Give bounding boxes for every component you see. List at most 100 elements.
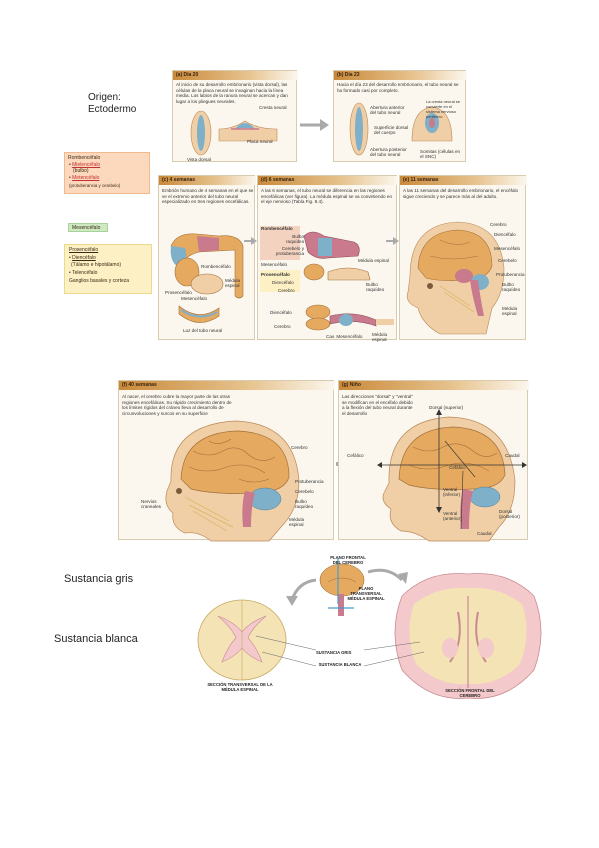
panel-g-title: (g) Niño [339, 381, 529, 390]
sticker-rombencefalo-item1-sub: (bulbo) [73, 168, 89, 174]
panel-d-title: (d) 6 semanas [258, 176, 398, 185]
panel-g-label-caudal: Caudal [505, 453, 520, 458]
origin-note: Origen: Ectodermo [88, 92, 136, 116]
panel-c-text: Embrión humano de 4 semanas en el que se… [162, 188, 254, 205]
label-plano-transversal: PLANO TRANSVERSAL MÉDULA ESPINAL [346, 586, 386, 601]
panel-d-label-medula: Médula espinal [358, 258, 389, 263]
ectoderm-label: Ectodermo [88, 104, 137, 115]
panel-g-label-ventral-ant: Ventral (anterior) [443, 511, 462, 521]
panel-d-label-mes: Mesencéfalo [261, 262, 288, 267]
note-sustancia-blanca: Sustancia blanca [54, 633, 138, 645]
embryo-4-weeks-illustration [170, 233, 244, 323]
label-sustancia-gris: SUSTANCIA GRIS [316, 650, 352, 655]
child-head-illustration [377, 409, 527, 542]
panel-f-label-nervios: Nervios craneales [141, 499, 161, 509]
sticker-rombencefalo: Rombencéfalo • Mielencéfalo (bulbo) • Me… [64, 152, 150, 194]
panel-c-title: (c) 4 semanas [159, 176, 256, 185]
panel-e-label-cerebro: Cerebro [490, 222, 507, 227]
sticker-prosencefalo-item2-sub: Ganglios basales y corteza [69, 278, 130, 284]
panel-b-label-superficie: Superficie dorsal del cuerpo [374, 125, 409, 135]
note-sustancia-gris: Sustancia gris [64, 573, 134, 585]
sticker-rombencefalo-item1: Mielencéfalo [72, 162, 101, 168]
panel-d-label-dien: Diencéfalo [272, 280, 294, 285]
panel-b-text: Hacia el día 23 del desarrollo embrionar… [337, 82, 459, 93]
sticker-rombencefalo-title: Rombencéfalo [68, 155, 101, 161]
panel-d-label-bulbo: Bulbo raquídeo [286, 234, 305, 244]
arrow-right-icon [300, 119, 329, 131]
origin-label: Origen: [88, 92, 121, 103]
panel-d-label-medula2: Médula espinal [372, 332, 388, 342]
panel-f-label-cerebelo: Cerebelo [295, 489, 314, 494]
panel-g-label-cefalico: Cefálico [347, 453, 364, 458]
arrow-right-icon [244, 237, 257, 245]
panel-4-weeks: (c) 4 semanas Embrión humano de 4 semana… [158, 175, 256, 340]
panel-b-label-somitas: Somitas (células en el SNC) [420, 149, 461, 159]
panel-d-label-dien2: Diencéfalo [270, 310, 292, 315]
panel-6-weeks: (d) 6 semanas A las 6 semanas, el tubo n… [257, 175, 398, 342]
panel-f-label-cerebro: Cerebro [291, 445, 308, 450]
panel-d-label-cerebelo: Cerebelo y protuberancia [275, 246, 304, 256]
panel-11-weeks: (e) 11 semanas A las 11 semanas del desa… [399, 175, 527, 340]
panel-c-label-tubo: Luz del tubo neural [183, 328, 223, 333]
panel-e-label-bulbo: Bulbo raquídeo [502, 282, 521, 292]
panel-d-label-pros: Prosencéfalo [261, 272, 290, 277]
panel-e-label-mes: Mesencéfalo [494, 246, 521, 251]
panel-b-label-abertura-anterior: Abertura anterior del tubo neural [370, 105, 405, 115]
label-plano-transversal-text: PLANO TRANSVERSAL MÉDULA ESPINAL [347, 586, 385, 601]
panel-f-text: Al nacer, el cerebro cubre la mayor part… [122, 394, 232, 416]
panel-b-title: (b) Día 23 [334, 71, 467, 80]
sticker-prosencefalo-item2: Telencéfalo [72, 270, 98, 276]
arrow-right-icon [386, 237, 399, 245]
sticker-prosencefalo-bullet2: • Telencéfalo [69, 270, 98, 276]
panel-d-text: A las 6 semanas, el tubo neural se difer… [261, 188, 392, 205]
panel-d-label-cerebro2: Cerebro [274, 324, 291, 329]
panel-e-title: (e) 11 semanas [400, 176, 527, 185]
sticker-mesencefalo-title: Mesencéfalo [72, 225, 101, 231]
panel-c-label-romb: Rombencéfalo [201, 264, 231, 269]
neural-plate-illustration [190, 110, 278, 156]
sticker-prosencefalo-title: Prosencéfalo [69, 247, 99, 253]
panel-d-label-romb: Rombencéfalo [261, 226, 293, 231]
label-plano-frontal: PLANO FRONTAL DEL CEREBRO [326, 555, 370, 565]
panel-f-title: (f) 40 semanas [119, 381, 335, 390]
sticker-prosencefalo-item1: Diencéfalo [72, 255, 96, 261]
label-plano-frontal-text: PLANO FRONTAL DEL CEREBRO [330, 555, 366, 565]
panel-e-label-medula: Médula espinal [502, 306, 518, 316]
panel-a-label-cresta: Cresta neural [259, 105, 287, 110]
panel-day-20: (a) Día 20 Al inicio de su desarrollo em… [172, 70, 298, 162]
panel-c-label-mes: Mesencéfalo [181, 296, 208, 301]
panel-g-label-caudal2: Caudal [477, 531, 492, 536]
fetus-head-11-weeks-illustration [406, 221, 505, 335]
sticker-rombencefalo-item2: Metencéfalo [72, 175, 100, 181]
panel-g-label-dorsal-sup: Dorsal (superior) [429, 405, 464, 410]
sticker-mesencefalo: Mesencéfalo [68, 223, 108, 232]
panel-f-label-medula: Médula espinal [289, 517, 305, 527]
sticker-rombencefalo-bullet2: • Metencéfalo [69, 175, 100, 181]
sticker-prosencefalo: Prosencéfalo • Diencéfalo (Tálamo e hipo… [64, 244, 152, 294]
panel-40-weeks: (f) 40 semanas Al nacer, el cerebro cubr… [118, 380, 335, 542]
panel-e-label-dien: Diencéfalo [494, 232, 516, 237]
brain-sections-illustration [197, 558, 542, 699]
panel-c-label-pros: Prosencéfalo [165, 290, 192, 295]
panel-b-label-abertura-posterior: Abertura posterior del tubo neural [370, 147, 407, 157]
panel-day-23: (b) Día 23 Hacia el día 23 del desarroll… [333, 70, 467, 162]
panel-g-label-ventral-inf: Ventral (inferior) [443, 487, 461, 497]
panel-b-label-cresta: La cresta neural se convierte en el sist… [426, 99, 461, 119]
caption-seccion-frontal: SECCIÓN FRONTAL DEL CEREBRO [445, 688, 495, 698]
panel-e-label-prot: Protuberancia [496, 272, 525, 277]
label-sustancia-blanca: SUSTANCIA BLANCA [318, 662, 362, 667]
panel-g-label-cefalico2: Cefálico [449, 465, 466, 470]
sticker-rombencefalo-item2-sub: (protuberancia y cerebelo) [69, 183, 121, 188]
newborn-head-illustration [165, 420, 300, 542]
panel-e-label-cerebelo: Cerebelo [498, 258, 517, 263]
sticker-rombencefalo-bullet1: • Mielencéfalo [69, 162, 101, 168]
panel-g-text: Las direcciones "dorsal" y "ventral" se … [342, 394, 413, 416]
embryo-6-weeks-illustration [260, 226, 394, 331]
panel-d-label-cerebro: Cerebro [278, 288, 295, 293]
panel-g-label-dorsal-post: Dorsal (posterior) [499, 509, 520, 519]
panel-f-label-prot: Protuberancia [295, 479, 324, 484]
panel-e-text: A las 11 semanas del desarrollo embriona… [403, 188, 519, 199]
panel-a-text: Al inicio de su desarrollo embrionario (… [176, 82, 288, 104]
panel-f-label-bulbo: Bulbo raquídeo [295, 499, 314, 509]
neural-tube-illustration [349, 102, 453, 156]
